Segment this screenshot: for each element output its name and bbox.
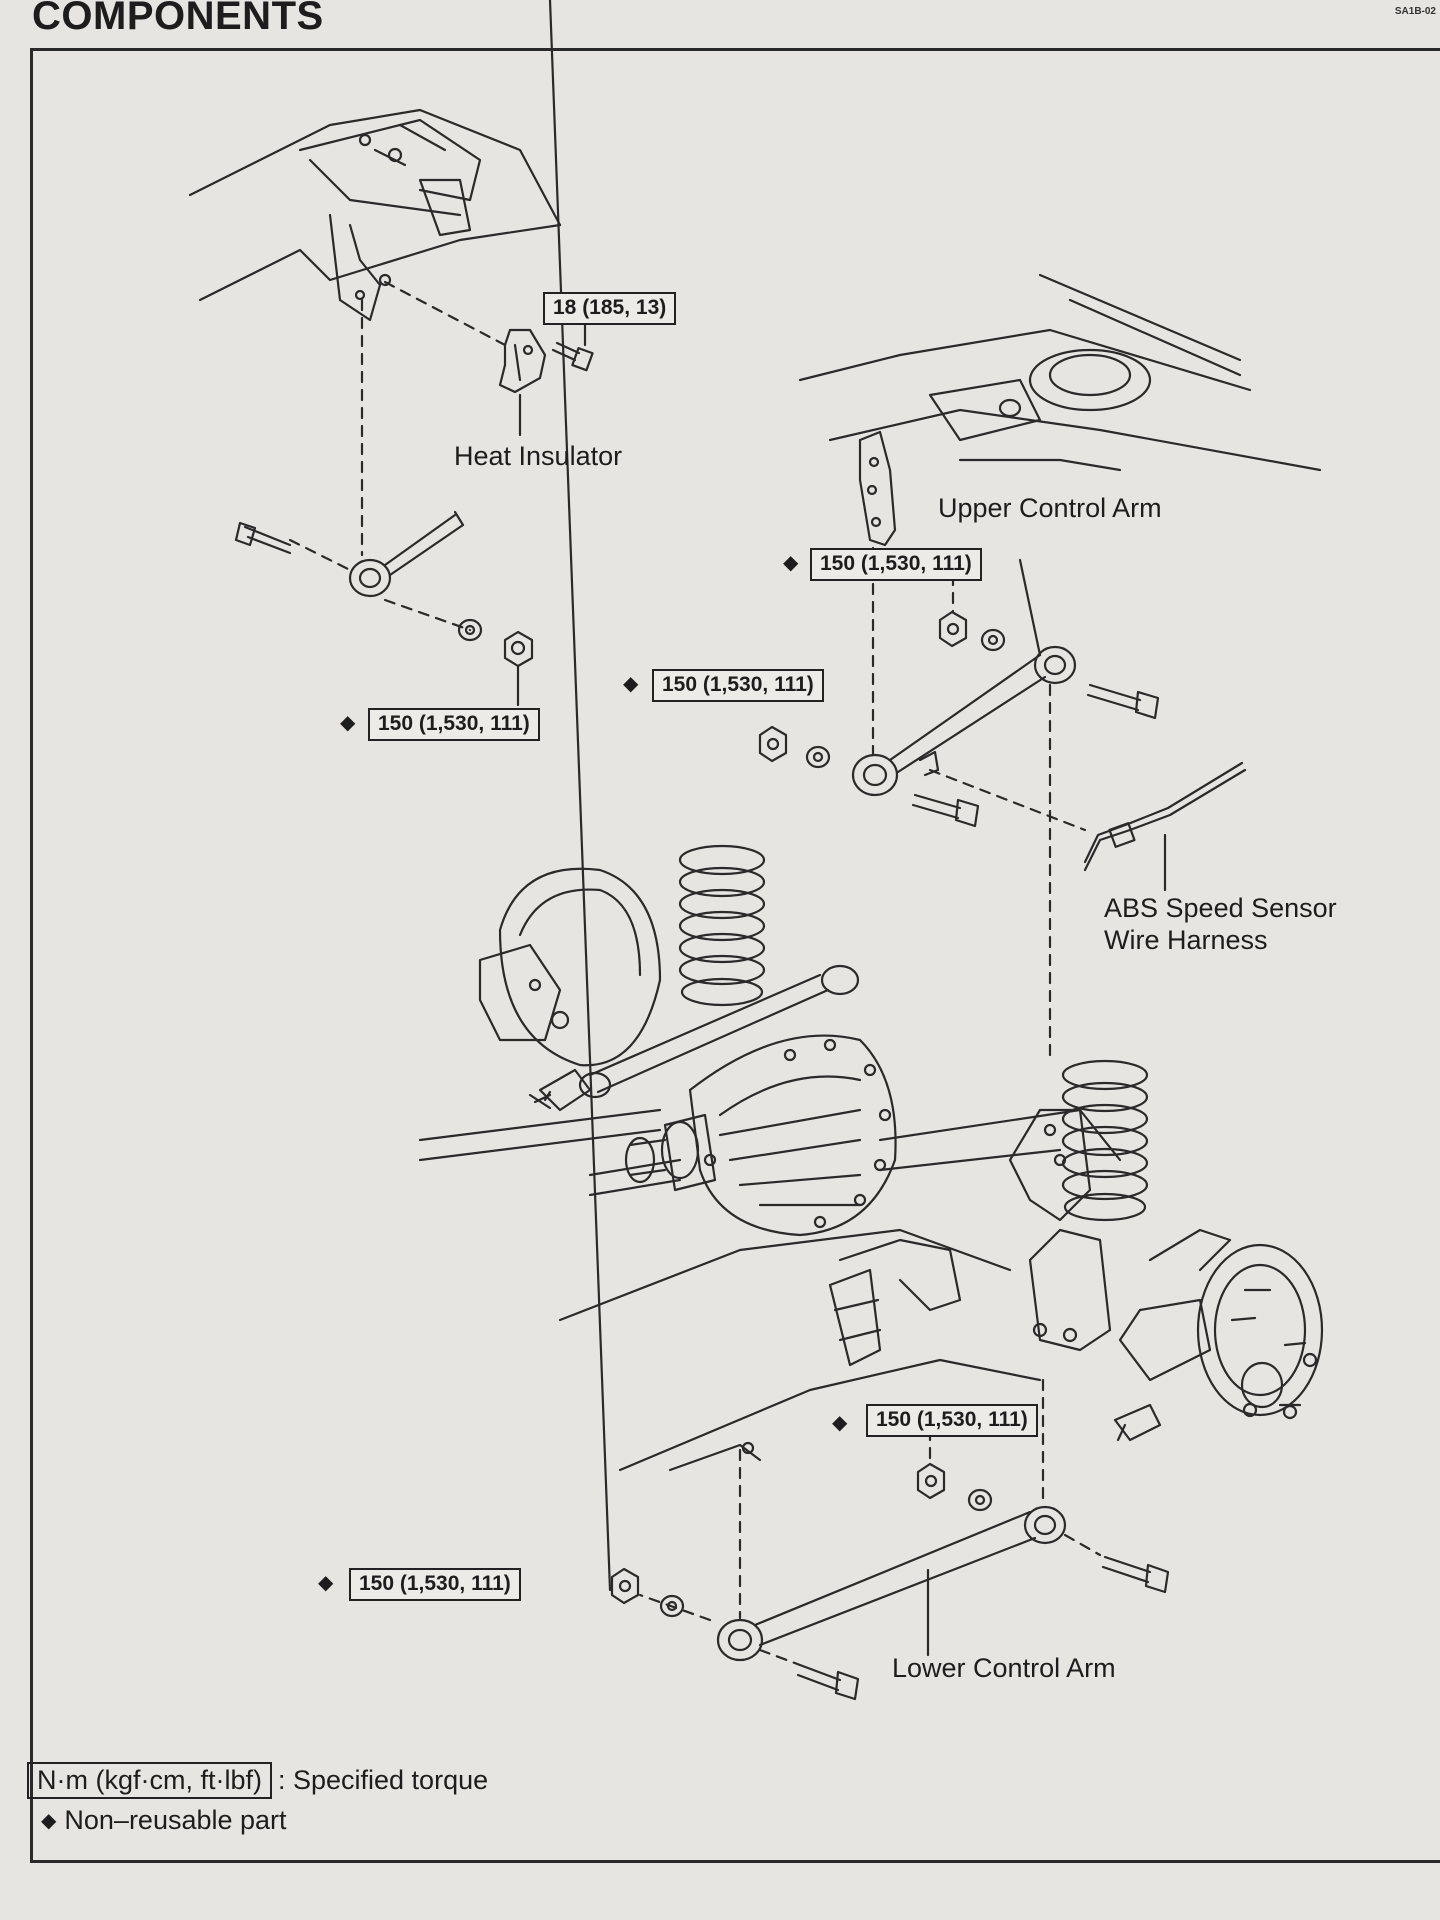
lateral-rod-across — [578, 964, 860, 1099]
legend: N·m (kgf·cm, ft·lbf) : Specified torque … — [27, 1760, 488, 1840]
page-title: COMPONENTS — [32, 0, 324, 38]
non-reusable-diamond: ◆ — [318, 1572, 334, 1594]
frame-rail-main — [558, 1228, 1042, 1472]
torque-lower-arm-axle-nut: 150 (1,530, 111) — [866, 1404, 1038, 1437]
frame-rail-top-right — [798, 273, 1322, 547]
callout-lower-control-arm: Lower Control Arm — [892, 1653, 1116, 1683]
non-reusable-diamond: ◆ — [623, 673, 639, 695]
lateral-rod-nut — [503, 630, 534, 707]
torque-upper-arm-axle-nut: 150 (1,530, 111) — [652, 669, 824, 702]
legend-diamond: ◆ — [41, 1809, 57, 1832]
legend-torque-row: N·m (kgf·cm, ft·lbf) : Specified torque — [27, 1760, 488, 1800]
axle-bracket-right — [1008, 1108, 1112, 1352]
brake-drum-right — [1113, 1228, 1324, 1442]
page-code: SA1B-02 — [1394, 6, 1436, 17]
legend-unit-desc: : Specified torque — [277, 1764, 489, 1795]
diagram-frame — [30, 48, 1440, 1863]
non-reusable-diamond: ◆ — [340, 712, 356, 734]
guide-lines-upper-arm — [871, 546, 1087, 1062]
legend-non-reusable-desc: Non–reusable part — [64, 1804, 287, 1835]
legend-non-reusable-row: ◆ Non–reusable part — [27, 1800, 488, 1840]
torque-leader-lines — [548, 0, 612, 1592]
coil-spring-right — [1061, 1059, 1149, 1222]
coil-spring-left — [678, 844, 766, 1007]
callout-upper-control-arm: Upper Control Arm — [938, 493, 1162, 523]
differential-housing — [624, 1034, 897, 1237]
heat-insulator-part — [498, 328, 547, 437]
upper-arm-bolts-nuts — [758, 610, 1160, 828]
frame-crossmember-top-left — [188, 108, 562, 322]
abs-wire-harness-part — [1083, 761, 1247, 892]
callout-abs-line2: Wire Harness — [1104, 925, 1268, 955]
non-reusable-diamond: ◆ — [783, 552, 799, 574]
torque-lower-arm-frame-nut: 150 (1,530, 111) — [349, 1568, 521, 1601]
upper-control-arm-part — [851, 558, 1077, 797]
lower-control-arm-part — [716, 1505, 1067, 1662]
callout-heat-insulator: Heat Insulator — [454, 441, 623, 471]
non-reusable-diamond: ◆ — [832, 1412, 848, 1434]
brake-drum-left — [478, 867, 662, 1112]
callout-abs-line1: ABS Speed Sensor — [1104, 893, 1337, 923]
legend-unit-box: N·m (kgf·cm, ft·lbf) — [27, 1761, 272, 1799]
rear-axle-assembly — [418, 844, 1324, 1472]
torque-lateral-rod-nut: 150 (1,530, 111) — [368, 708, 540, 741]
guide-lines-top-left — [288, 280, 507, 632]
torque-heat-insulator-bolt: 18 (185, 13) — [543, 292, 677, 325]
lateral-rod-end — [234, 510, 465, 598]
lateral-rod-washer — [457, 618, 483, 642]
torque-upper-arm-frame-nut: 150 (1,530, 111) — [810, 548, 982, 581]
